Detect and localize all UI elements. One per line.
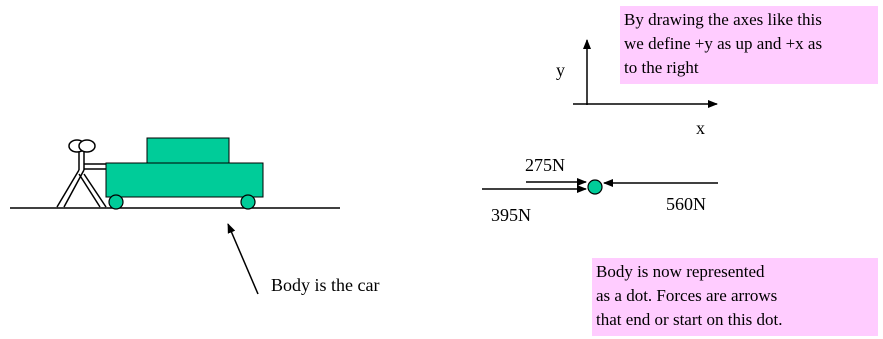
force-label-560n: 560N: [666, 194, 706, 214]
x-axis-label: x: [696, 118, 705, 138]
car-body: [105, 137, 264, 210]
y-axis-label: y: [556, 60, 565, 80]
force-label-275n: 275N: [525, 155, 565, 175]
axes-note: By drawing the axes like this we define …: [620, 6, 878, 84]
body-label: Body is the car: [271, 275, 380, 295]
dot-note: Body is now represented as a dot. Forces…: [592, 258, 878, 336]
body-dot: [587, 179, 603, 195]
pointer-arrow: [227, 223, 259, 295]
person-figure: [56, 139, 107, 208]
force-label-395n: 395N: [491, 205, 531, 225]
